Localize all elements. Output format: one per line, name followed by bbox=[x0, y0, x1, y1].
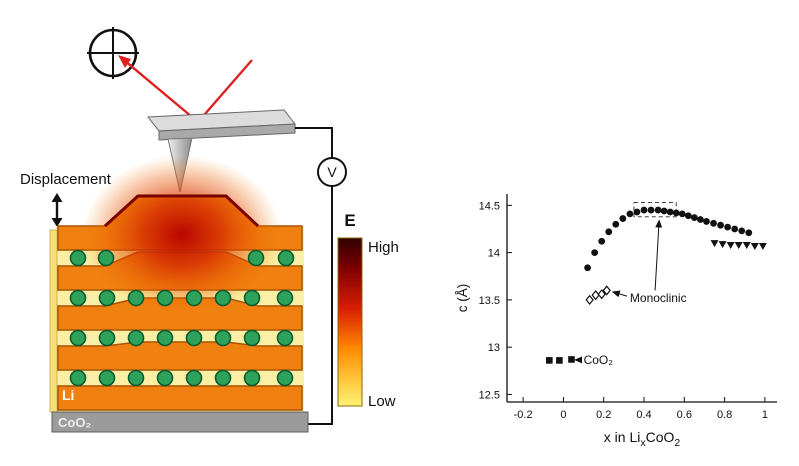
li-ion bbox=[98, 329, 116, 347]
li-ion bbox=[185, 329, 203, 347]
series-filled-triangles bbox=[710, 240, 767, 250]
li-ion bbox=[98, 289, 116, 307]
x-tick-label: 0.4 bbox=[636, 409, 651, 421]
li-ion bbox=[243, 369, 261, 387]
y-tick-label: 13.5 bbox=[479, 295, 500, 307]
li-ion bbox=[243, 329, 261, 347]
laser-arrowhead-icon bbox=[118, 55, 131, 68]
x-tick-label: -0.2 bbox=[514, 409, 533, 421]
stack-left-face bbox=[49, 229, 58, 413]
low-label: Low bbox=[368, 393, 396, 410]
voltmeter-label: V bbox=[327, 164, 337, 180]
y-tick-label: 12.5 bbox=[479, 389, 500, 401]
photodetector-icon bbox=[87, 27, 139, 79]
x-tick-label: 0.6 bbox=[677, 409, 692, 421]
x-axis-label: x in LixCoO2 bbox=[604, 429, 681, 449]
afm-pfm-diagram: V Displacement bbox=[20, 27, 399, 433]
li-ion bbox=[97, 249, 115, 267]
wire-top bbox=[295, 127, 333, 158]
li-ion bbox=[127, 369, 145, 387]
mesa-rim bbox=[103, 194, 260, 228]
y-tick-label: 14.5 bbox=[479, 200, 500, 212]
series-filled-circles bbox=[584, 206, 753, 272]
chart-annotation: Monoclinic bbox=[611, 219, 687, 305]
li-ion bbox=[156, 369, 174, 387]
li-ion-row bbox=[69, 289, 294, 307]
li-ion bbox=[243, 289, 261, 307]
sample-stack bbox=[49, 155, 304, 413]
chart-annotation: CoO₂ bbox=[574, 353, 614, 367]
x-tick-label: 1 bbox=[762, 409, 768, 421]
li-ion-row bbox=[69, 249, 295, 267]
series-open-diamonds-monoclinic bbox=[585, 285, 611, 306]
li-ion bbox=[98, 369, 116, 387]
lattice-parameter-chart: -0.2 0 0.2 0.4 0.6 0.8 1 12.5 13 13.5 14 14.5 c (Å) x… bbox=[455, 194, 777, 449]
li-ion bbox=[247, 249, 265, 267]
series-filled-squares-coo2 bbox=[546, 356, 575, 364]
coo2-layer bbox=[57, 341, 303, 371]
svg-text:Monoclinic: Monoclinic bbox=[630, 291, 687, 305]
field-colorbar: E High Low bbox=[337, 211, 399, 410]
li-ion bbox=[214, 369, 232, 387]
substrate bbox=[51, 411, 309, 433]
x-tick-label: 0 bbox=[560, 409, 566, 421]
li-ion bbox=[69, 369, 87, 387]
li-ion bbox=[69, 329, 87, 347]
y-axis-label: c (Å) bbox=[455, 284, 470, 313]
displacement-arrow-icon bbox=[51, 193, 63, 227]
li-ion bbox=[277, 249, 295, 267]
li-ion bbox=[276, 369, 294, 387]
y-tick-label: 14 bbox=[488, 248, 500, 260]
li-label: Li bbox=[62, 387, 74, 403]
coo2-label: CoO₂ bbox=[58, 415, 91, 430]
chart-axes bbox=[506, 194, 777, 403]
field-label: E bbox=[344, 211, 355, 230]
high-label: High bbox=[368, 239, 399, 256]
cantilever bbox=[147, 109, 296, 141]
li-ion bbox=[127, 329, 145, 347]
li-ion bbox=[276, 289, 294, 307]
displacement-label: Displacement bbox=[20, 171, 112, 188]
li-ion bbox=[69, 289, 87, 307]
voltmeter: V bbox=[317, 157, 347, 187]
y-tick-label: 13 bbox=[488, 342, 500, 354]
li-ion-row bbox=[69, 329, 294, 347]
svg-text:CoO₂: CoO₂ bbox=[584, 353, 614, 367]
li-ion bbox=[156, 289, 174, 307]
li-ion bbox=[127, 289, 145, 307]
coo2-layer bbox=[57, 385, 303, 411]
li-ion-row bbox=[69, 369, 294, 387]
x-tick-label: 0.8 bbox=[717, 409, 732, 421]
wire-bottom bbox=[308, 186, 333, 425]
li-ion bbox=[214, 329, 232, 347]
li-ion bbox=[276, 329, 294, 347]
li-ion bbox=[185, 289, 203, 307]
li-ion bbox=[185, 369, 203, 387]
li-ion bbox=[156, 329, 174, 347]
li-ion bbox=[214, 289, 232, 307]
x-tick-label: 0.2 bbox=[596, 409, 611, 421]
laser-beam bbox=[118, 55, 253, 123]
field-hotspot bbox=[82, 155, 282, 315]
li-ion bbox=[69, 249, 87, 267]
